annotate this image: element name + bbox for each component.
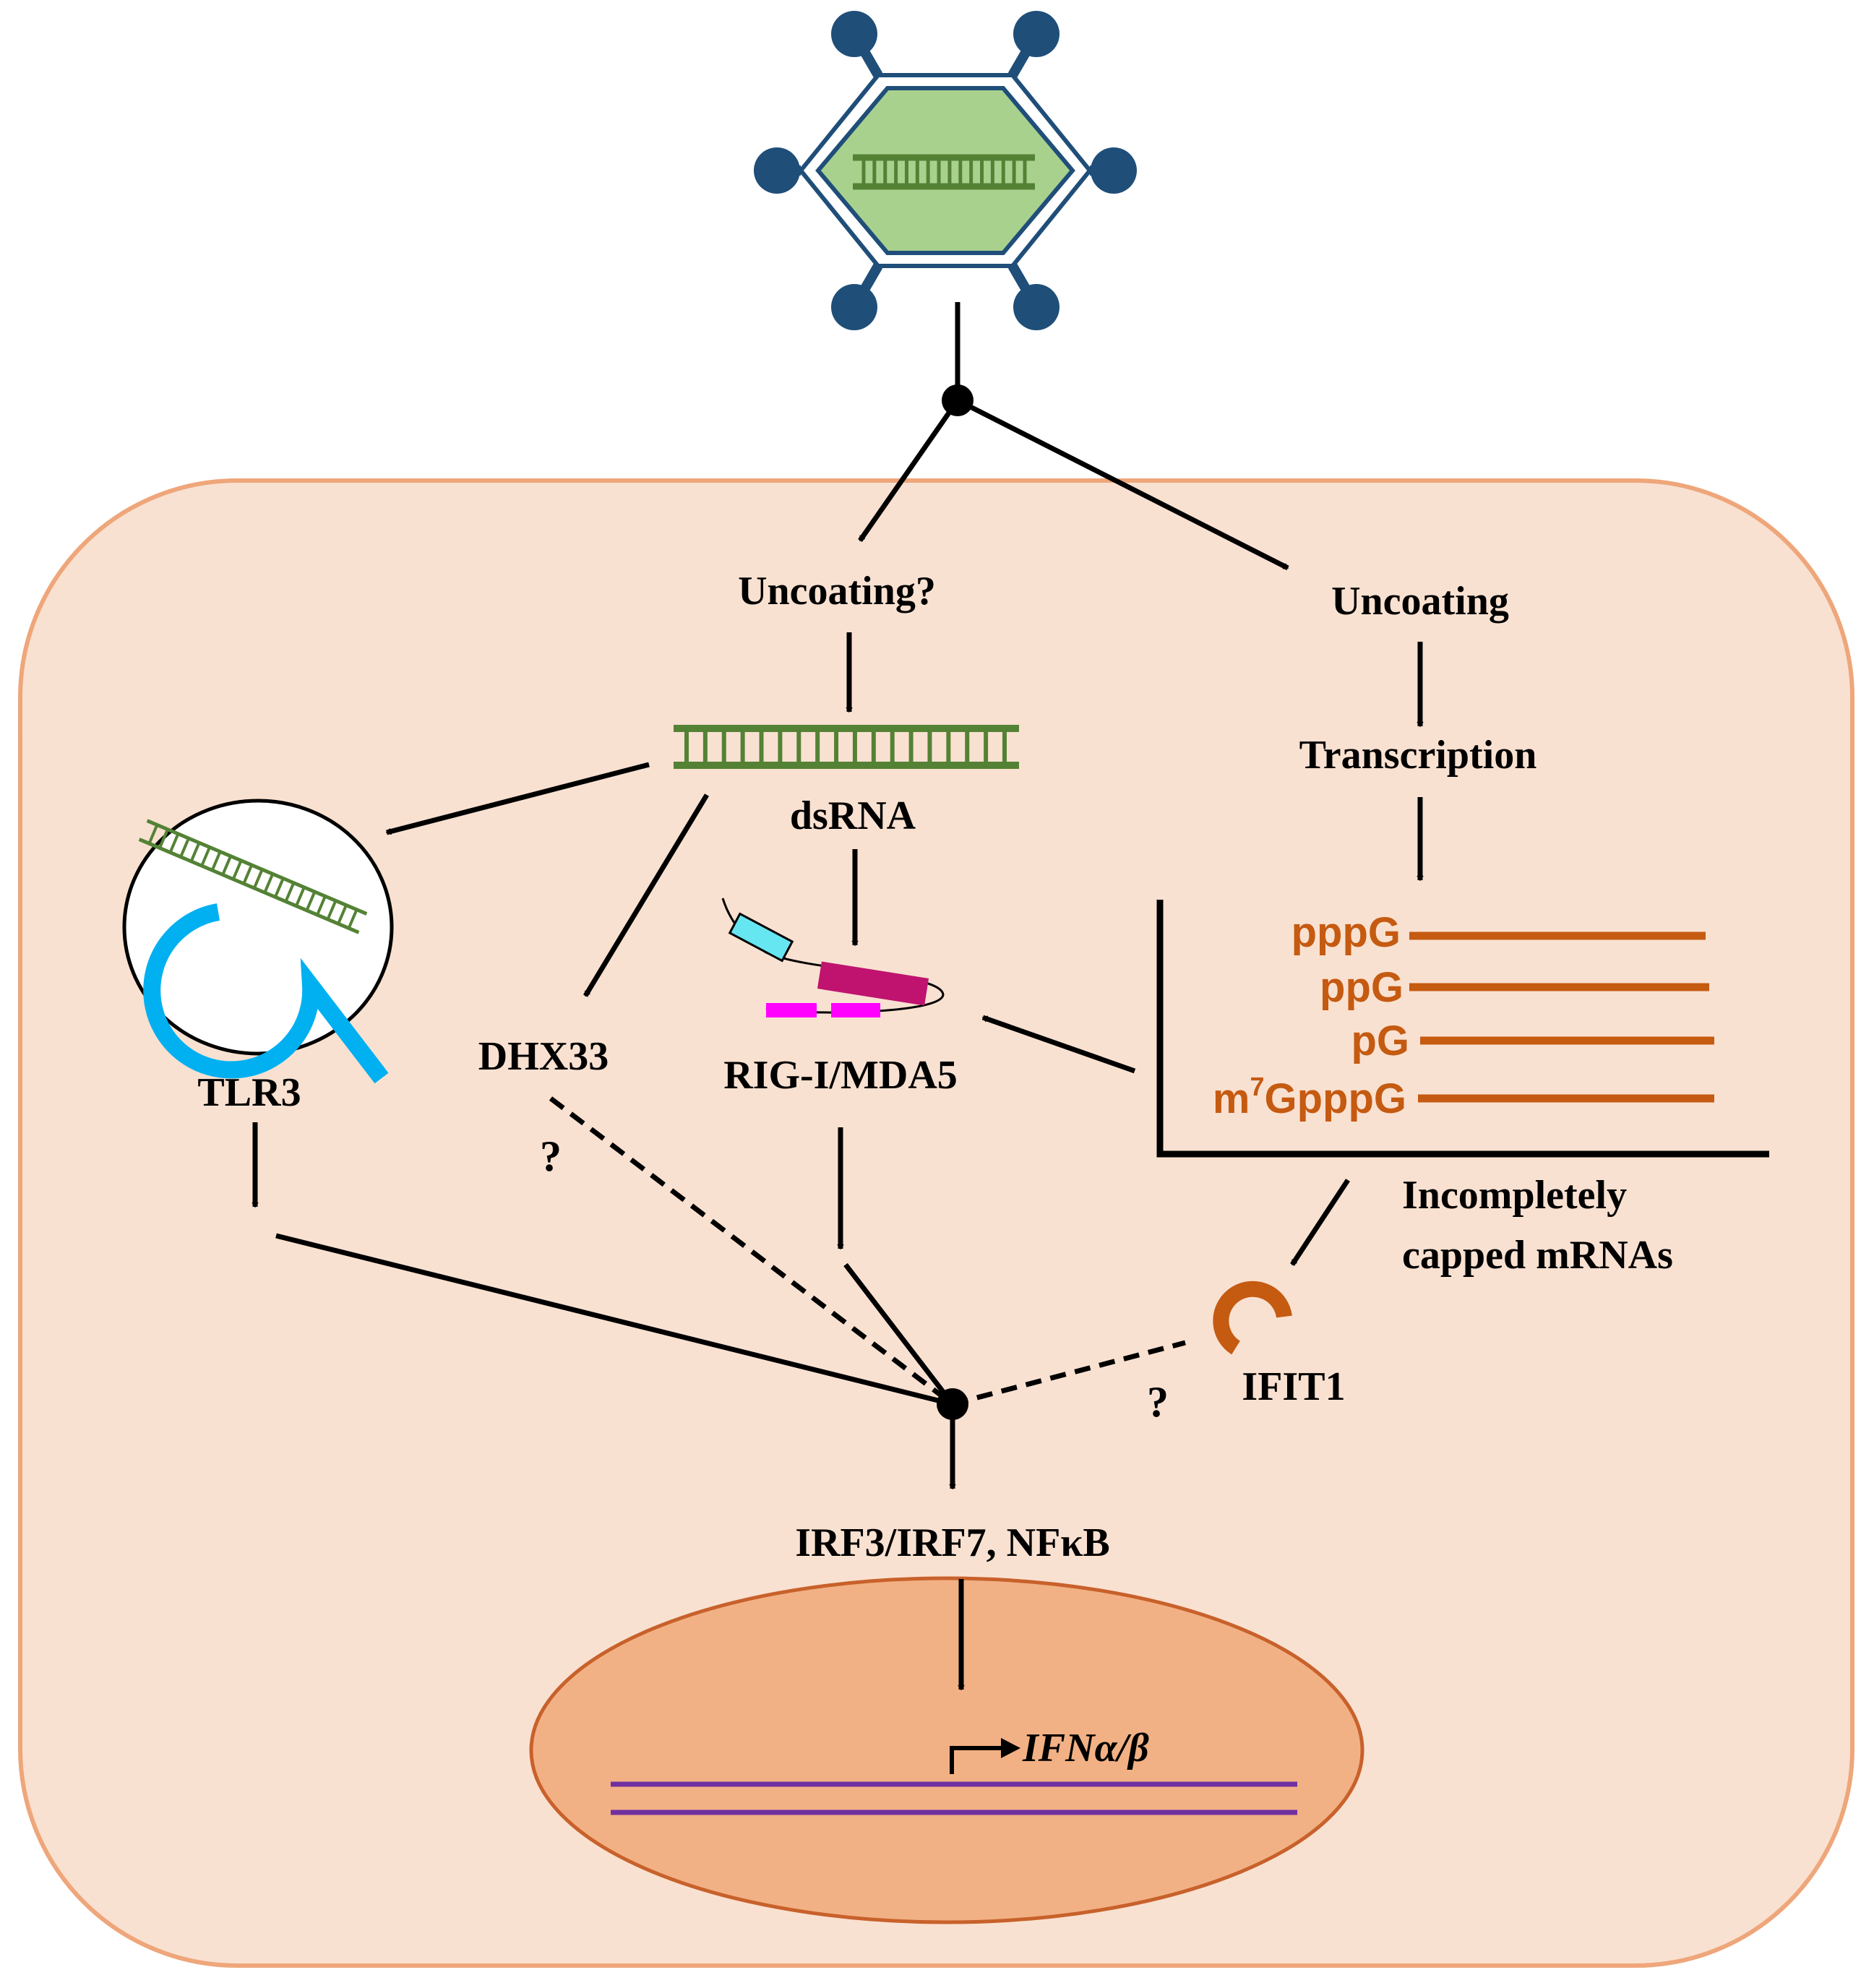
ladder-rung (242, 864, 254, 885)
ladder-rung (200, 846, 211, 866)
ladder-rung (210, 851, 222, 872)
ladder-rung (231, 860, 243, 880)
cap-pg-label: pG (1351, 1017, 1409, 1064)
endosome-dsrna-icon (138, 819, 368, 934)
uncoating-label: Uncoating (1331, 579, 1509, 624)
transcription-label: Transcription (1299, 733, 1537, 778)
irf-nfkb-label: IRF3/IRF7, NFκB (795, 1520, 1110, 1565)
cell-membrane (18, 478, 1854, 1968)
incompletely-capped-label-line2: capped mRNAs (1402, 1233, 1673, 1278)
rig-i-mda5-label: RIG-I/MDA5 (723, 1053, 958, 1098)
ladder-rung (305, 891, 317, 911)
incompletely-capped-label-line1: Incompletely (1402, 1173, 1627, 1218)
ladder-rung (295, 887, 306, 907)
dhx33-question-mark: ? (540, 1132, 562, 1180)
cap-ppg-label: ppG (1320, 964, 1404, 1011)
ifit1-protein-icon (1213, 1281, 1292, 1355)
uncoating-question-label: Uncoating? (738, 569, 936, 614)
dhx33-label: DHX33 (478, 1034, 609, 1079)
ladder-rung (284, 882, 296, 903)
ifn-gene-label: IFNα/β (1022, 1726, 1149, 1770)
ladder-rung (316, 895, 327, 916)
cap-m7gpppg-label: m7GpppG (1213, 1072, 1406, 1122)
promoter-arrow-icon (950, 1746, 1005, 1774)
ladder-rung (221, 855, 232, 876)
ladder-rung (274, 877, 285, 898)
mrna-bracket (1156, 900, 1769, 1158)
dsrna-label: dsRNA (790, 793, 916, 838)
ladder-rung (252, 869, 264, 889)
dsrna-icon (674, 725, 1019, 769)
tlr3-receptor-icon (143, 903, 389, 1084)
tlr3-label: TLR3 (197, 1070, 301, 1115)
ladder-rung (158, 828, 169, 849)
ladder-rung (347, 908, 358, 929)
ladder-rung (179, 838, 190, 858)
ladder-rung (263, 873, 275, 893)
ladder-rung (337, 904, 348, 925)
ladder-rung (168, 833, 180, 853)
ladder-rung (326, 900, 338, 920)
ladder-rung (189, 842, 201, 862)
ladder-rung (147, 824, 159, 845)
nucleus (529, 1576, 1364, 1924)
virus-icon (754, 11, 1137, 330)
ifit1-question-mark: ? (1147, 1378, 1169, 1426)
cap-pppg-label: pppG (1291, 909, 1401, 956)
rig-i-mda5-icon (721, 898, 945, 1017)
ifit1-label: IFIT1 (1242, 1364, 1345, 1409)
